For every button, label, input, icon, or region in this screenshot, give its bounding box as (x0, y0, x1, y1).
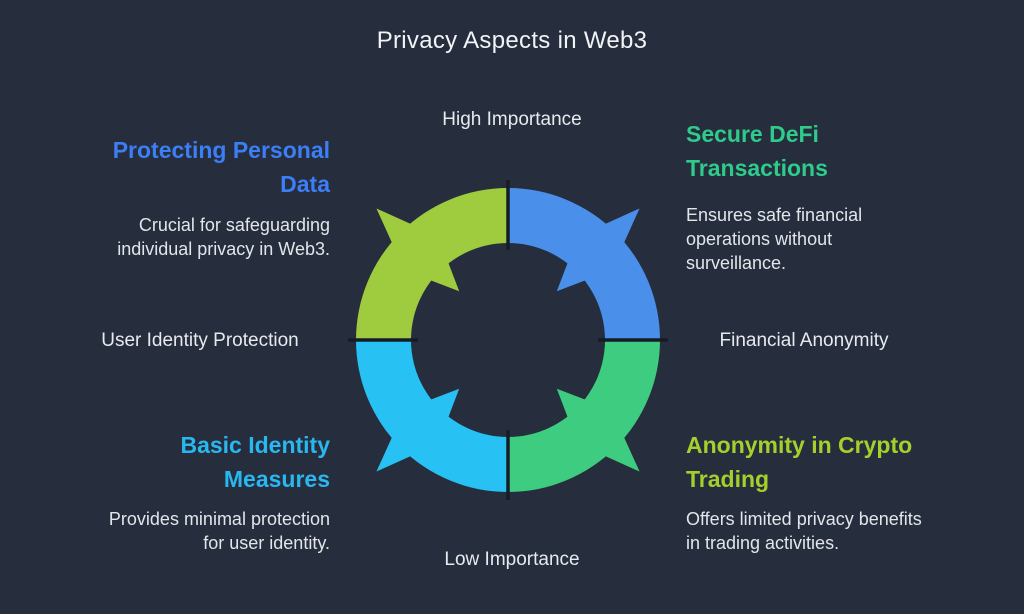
quadrant-block-secure-defi-transactions: Secure DeFi Transactions Ensures safe fi… (686, 117, 946, 275)
quadrant-description: Provides minimal protection for user ide… (108, 509, 330, 553)
quadrant-heading: Secure DeFi Transactions (686, 121, 828, 181)
arrow-star-bottom-right (551, 383, 651, 483)
quadrant-block-protecting-personal-data: Protecting Personal Data Crucial for saf… (40, 133, 330, 261)
arrow-star-top-left (365, 197, 465, 297)
axis-label-low-importance: Low Importance (444, 549, 580, 570)
cycle-diagram (348, 180, 668, 500)
quadrant-heading: Anonymity in Crypto Trading (686, 432, 913, 492)
quadrant-description: Ensures safe financial operations withou… (686, 205, 863, 273)
quadrant-heading: Basic Identity Measures (180, 432, 330, 492)
axis-label-high-importance: High Importance (442, 109, 582, 130)
axis-label-financial-anonymity: Financial Anonymity (719, 330, 889, 351)
quadrant-block-anonymity-in-crypto-trading: Anonymity in Crypto Trading Offers limit… (686, 428, 966, 555)
quadrant-heading: Protecting Personal Data (112, 137, 330, 197)
arrow-star-top-right (551, 197, 651, 297)
axis-label-user-identity-protection: User Identity Protection (101, 330, 299, 351)
quadrant-description: Offers limited privacy benefits in tradi… (686, 509, 922, 553)
page-title: Privacy Aspects in Web3 (376, 27, 648, 54)
arrow-star-bottom-left (365, 383, 465, 483)
quadrant-description: Crucial for safeguarding individual priv… (117, 215, 330, 259)
quadrant-block-basic-identity-measures: Basic Identity Measures Provides minimal… (40, 428, 330, 555)
